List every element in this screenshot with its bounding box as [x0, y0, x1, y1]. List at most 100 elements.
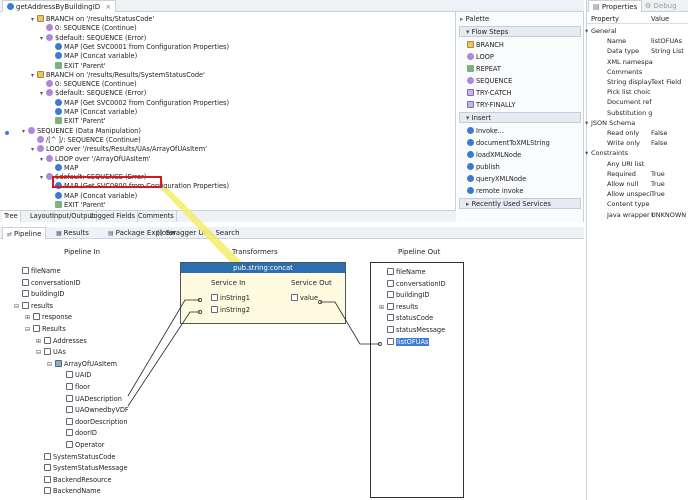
- property-row[interactable]: Any URI list: [587, 159, 688, 169]
- pipeline-in-field[interactable]: doorDescription: [58, 417, 128, 427]
- tree-node[interactable]: ▾SEQUENCE (Data Manipulation): [22, 126, 141, 136]
- port-instring2[interactable]: [198, 310, 202, 314]
- close-icon[interactable]: ×: [105, 3, 112, 11]
- pipeline-in-field[interactable]: ⊞Addresses: [36, 336, 87, 346]
- expand-icon[interactable]: ▾: [31, 71, 35, 79]
- expand-icon[interactable]: ▾: [22, 127, 26, 135]
- palette-insert-item[interactable]: Invoke...: [467, 126, 504, 136]
- expand-icon[interactable]: ▾: [40, 174, 44, 182]
- tab-layout[interactable]: Layout: [28, 211, 56, 222]
- expand-icon[interactable]: ▾: [40, 90, 44, 98]
- tab-input-output[interactable]: Input/Output: [50, 211, 98, 222]
- expand-icon[interactable]: ▾: [40, 34, 44, 42]
- tree-node[interactable]: MAP (Concat variable): [49, 191, 137, 201]
- tree-node[interactable]: ▾LOOP over '/results/Results/UAs/ArrayOf…: [31, 144, 207, 154]
- pipeline-in-field[interactable]: ⊟Results: [25, 324, 66, 334]
- transformer-box[interactable]: pub.string:concat Service In Service Out…: [180, 262, 346, 324]
- pipeline-in-field[interactable]: BackendName: [36, 486, 101, 496]
- tree-node[interactable]: MAP (Concat variable): [49, 51, 137, 61]
- pipeline-in-field[interactable]: ⊟ArrayOfUAsItem: [47, 359, 117, 369]
- palette-insert-item[interactable]: documentToXMLString: [467, 138, 550, 148]
- tab-comments[interactable]: Comments: [136, 211, 177, 222]
- tree-node[interactable]: MAP (Get SVC0002 from Configuration Prop…: [49, 98, 229, 108]
- palette-flow-step[interactable]: REPEAT: [467, 64, 501, 74]
- tree-node[interactable]: ▾$default: SEQUENCE (Error): [40, 88, 146, 98]
- tree-node[interactable]: ▾BRANCH on '/results/StatusCode': [31, 14, 154, 24]
- pipeline-in-field[interactable]: ⊞response: [25, 312, 72, 322]
- tree-node[interactable]: /[^ ]/: SEQUENCE (Continue): [31, 135, 141, 145]
- pipeline-in-field[interactable]: buildingID: [14, 289, 64, 299]
- tree-node[interactable]: ▾LOOP over '/ArrayOfUAsItem': [40, 154, 151, 164]
- palette-flow-step[interactable]: LOOP: [467, 52, 494, 62]
- palette-insert-item[interactable]: loadXMLNode: [467, 150, 521, 160]
- palette-insert-item[interactable]: remote invoke: [467, 186, 523, 196]
- transformer-input-1[interactable]: inString1: [211, 293, 250, 303]
- expand-icon[interactable]: ▾: [31, 16, 35, 23]
- tree-node[interactable]: ▾$default: SEQUENCE (Error): [40, 33, 146, 43]
- tree-node[interactable]: EXIT 'Parent': [49, 61, 105, 71]
- pipeline-out-field[interactable]: listOFUAs: [379, 337, 430, 347]
- tab-results[interactable]: ▦Results: [56, 227, 89, 239]
- palette-insert-header[interactable]: ▾ Insert: [459, 112, 581, 123]
- property-row[interactable]: Comments: [587, 67, 688, 77]
- pipeline-in-field[interactable]: Operator: [58, 440, 105, 450]
- palette-flow-step[interactable]: TRY-FINALLY: [467, 100, 516, 110]
- pipeline-out-field[interactable]: statusMessage: [379, 325, 445, 335]
- pipeline-out-field[interactable]: buildingID: [379, 290, 429, 300]
- property-group[interactable]: JSON Schema▾: [585, 118, 688, 128]
- pipeline-in-field[interactable]: ⊟results: [14, 301, 53, 311]
- pipeline-in-field[interactable]: floor: [58, 382, 90, 392]
- tree-node[interactable]: EXIT 'Parent': [49, 200, 105, 210]
- pipeline-in-field[interactable]: UAOwnedbyVDF: [58, 405, 129, 415]
- tab-pipeline[interactable]: ⇄Pipeline: [2, 227, 47, 239]
- pipeline-in-field[interactable]: SystemStatusMessage: [36, 463, 128, 473]
- pipeline-in-field[interactable]: conversationID: [14, 278, 81, 288]
- tab-properties[interactable]: ▤ Properties: [588, 0, 643, 12]
- port-value[interactable]: [318, 300, 322, 304]
- tree-node[interactable]: EXIT 'Parent': [49, 116, 105, 126]
- tab-debug[interactable]: ⚙ Debug: [645, 0, 677, 12]
- tab-logged-fields[interactable]: Logged Fields: [88, 211, 138, 222]
- palette-flow-steps-header[interactable]: ▾ Flow Steps: [459, 26, 581, 37]
- collapse-icon[interactable]: ▾: [585, 149, 589, 158]
- expand-icon[interactable]: ⊞: [379, 303, 385, 311]
- expand-icon[interactable]: ⊟: [14, 302, 20, 310]
- property-row[interactable]: Substitution g: [587, 108, 688, 118]
- palette-flow-step[interactable]: BRANCH: [467, 40, 504, 50]
- pipeline-in-field[interactable]: UAID: [58, 370, 91, 380]
- property-row[interactable]: Pick list choic: [587, 87, 688, 97]
- port-instring1[interactable]: [198, 298, 202, 302]
- tree-node[interactable]: 0: SEQUENCE (Continue): [40, 79, 137, 89]
- property-group[interactable]: General▾: [585, 26, 688, 36]
- palette-recent-header[interactable]: ▸ Recently Used Services: [459, 198, 581, 209]
- pipeline-in-field[interactable]: SystemStatusCode: [36, 452, 115, 462]
- expand-icon[interactable]: ⊞: [25, 314, 31, 322]
- pipeline-in-field[interactable]: fileName: [14, 266, 61, 276]
- property-row[interactable]: XML namespa: [587, 57, 688, 67]
- expand-icon[interactable]: ⊞: [36, 337, 42, 345]
- editor-tab[interactable]: getAddressByBuildingID ×: [2, 0, 117, 12]
- pipeline-out-field[interactable]: fileName: [379, 267, 426, 277]
- tree-node[interactable]: MAP (Get SVC0001 from Configuration Prop…: [49, 42, 229, 52]
- palette-insert-item[interactable]: queryXMLNode: [467, 174, 526, 184]
- pipeline-out-field[interactable]: conversationID: [379, 279, 446, 289]
- tree-node[interactable]: MAP: [49, 163, 78, 173]
- collapse-icon[interactable]: ▾: [585, 27, 589, 35]
- collapse-icon[interactable]: ▾: [585, 118, 589, 127]
- tab-package-explorer[interactable]: ▤Package Explorer: [108, 227, 176, 239]
- pipeline-in-field[interactable]: BackendResource: [36, 475, 111, 485]
- tree-node[interactable]: 0: SEQUENCE (Continue): [40, 23, 137, 33]
- palette-insert-item[interactable]: publish: [467, 162, 500, 172]
- property-row[interactable]: Content type: [587, 199, 688, 209]
- pipeline-out-field[interactable]: statusCode: [379, 313, 433, 323]
- transformer-output[interactable]: value: [291, 293, 318, 303]
- expand-icon[interactable]: ⊟: [25, 326, 31, 333]
- tab-swagger-ui[interactable]: {}Swagger UI: [156, 227, 206, 239]
